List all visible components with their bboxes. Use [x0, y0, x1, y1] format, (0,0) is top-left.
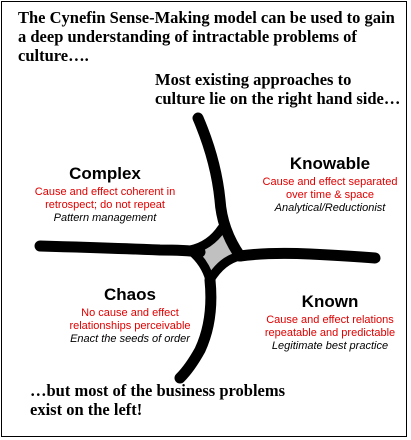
quadrant-known: Known Cause and effect relations repeata…	[255, 292, 405, 353]
boundary-bottom-right	[205, 251, 245, 285]
quadrant-approach: Analytical/Reductionist	[274, 202, 386, 214]
quadrant-chaos: Chaos No cause and effect relationships …	[55, 285, 205, 346]
quadrant-description: Cause and effect coherent in retrospect;…	[34, 186, 176, 211]
boundary-left	[34, 240, 206, 258]
boundary-top	[192, 112, 246, 262]
quadrant-title: Knowable	[289, 154, 371, 173]
quadrant-title: Chaos	[104, 285, 156, 304]
boundary-right	[234, 247, 381, 264]
left-side-note: …but most of the business problems exist…	[30, 381, 286, 419]
quadrant-approach: Enact the seeds of order	[70, 333, 190, 345]
quadrant-complex: Complex Cause and effect coherent in ret…	[30, 164, 180, 225]
quadrant-approach: Legitimate best practice	[271, 340, 389, 352]
quadrant-title: Complex	[69, 164, 141, 183]
intro-text: The Cynefin Sense-Making model can be us…	[18, 8, 395, 65]
quadrant-description: No cause and effect relationships percei…	[69, 307, 191, 332]
quadrant-description: Cause and effect separated over time & s…	[262, 176, 398, 201]
right-side-note: Most existing approaches to culture lie …	[155, 70, 401, 108]
boundary-bottom	[174, 274, 217, 384]
quadrant-knowable: Knowable Cause and effect separated over…	[255, 154, 405, 215]
quadrant-description: Cause and effect relations repeatable an…	[264, 314, 396, 339]
disorder-center	[190, 228, 240, 280]
quadrant-title: Known	[301, 292, 359, 311]
quadrant-approach: Pattern management	[53, 212, 157, 224]
diagram-frame	[1, 1, 407, 437]
